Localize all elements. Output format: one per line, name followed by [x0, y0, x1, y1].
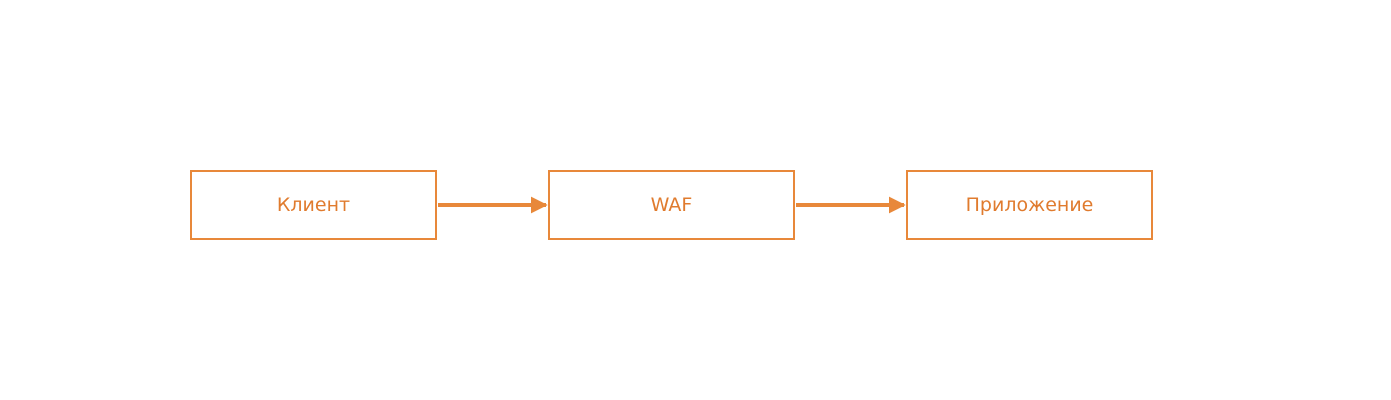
- waf-label: WAF: [650, 194, 693, 216]
- application-node: Приложение: [906, 170, 1153, 240]
- waf-node: WAF: [548, 170, 795, 240]
- client-label: Клиент: [276, 194, 351, 216]
- client-node: Клиент: [190, 170, 437, 240]
- application-label: Приложение: [965, 194, 1094, 216]
